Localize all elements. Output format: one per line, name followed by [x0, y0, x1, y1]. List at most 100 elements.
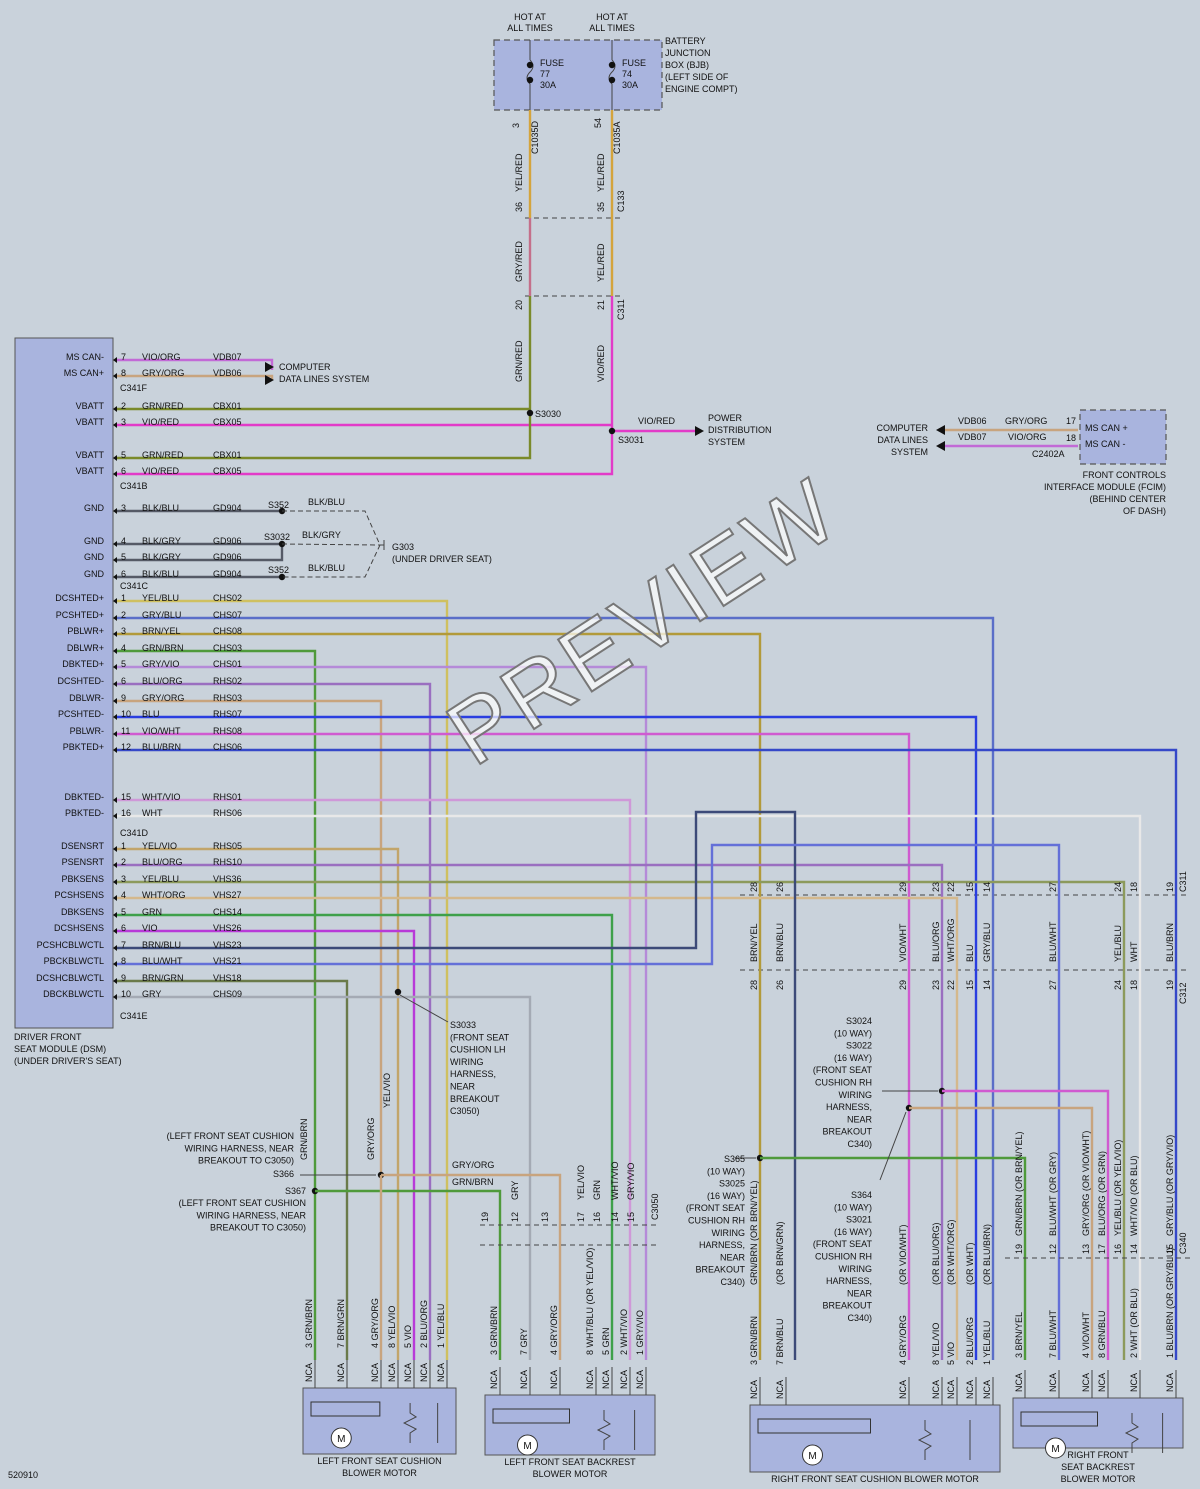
- wire-color-label: GRN/BRN: [142, 643, 184, 653]
- circuit-label: VDB07: [213, 352, 242, 362]
- nca-label: NCA: [601, 1370, 611, 1389]
- pin-number: 29: [898, 980, 908, 990]
- pin-function-label: VBATT: [76, 401, 105, 411]
- nca-label: NCA: [419, 1363, 429, 1382]
- pin-number: 14: [982, 980, 992, 990]
- s3024-note: BREAKOUT: [822, 1127, 872, 1137]
- pin-function-label: DBLWR-: [69, 693, 104, 703]
- wire-color-label: GRY/ORG: [1005, 416, 1047, 426]
- pin-terminal: [113, 541, 117, 547]
- wire-color-label: BLU/BRN: [1165, 923, 1175, 962]
- s365-note: BREAKOUT: [695, 1265, 745, 1275]
- pin-terminal: [113, 615, 117, 621]
- circuit-label: RHS07: [213, 709, 242, 719]
- pin-number: 3: [121, 503, 126, 513]
- motor-pin-label: 8 YEL/VIO: [931, 1323, 941, 1365]
- wire-grn: [117, 913, 614, 1360]
- splice-label: S352: [268, 500, 289, 510]
- driver-front-seat-module: [14, 337, 114, 1029]
- computer-data-lines-label: DATA LINES: [877, 435, 928, 445]
- s3033-note: HARNESS,: [450, 1069, 496, 1079]
- hot-at-all-times-label: ALL TIMES: [589, 23, 635, 33]
- s3024-note: WIRING: [839, 1090, 873, 1100]
- motor-pin-label: 2 BLU/ORG: [419, 1300, 429, 1348]
- wire-color-label: BLK/GRY: [302, 530, 341, 540]
- pin-number: 1: [121, 841, 126, 851]
- pin-number: 6: [121, 676, 126, 686]
- circuit-label: VHS26: [213, 923, 242, 933]
- pin-function-label: DCSHTED-: [58, 676, 105, 686]
- s3024-note: CUSHION RH: [815, 1078, 872, 1088]
- s364-note: (16 WAY): [834, 1227, 872, 1237]
- pin-number: 14: [982, 882, 992, 892]
- pin-function-label: DBLWR+: [67, 643, 104, 653]
- s364-note: (10 WAY): [834, 1202, 872, 1212]
- wire-color-label: GRY/VIO: [142, 659, 179, 669]
- circuit-label: CBX05: [213, 417, 242, 427]
- motor-pin-label: 1 GRY/VIO: [635, 1310, 645, 1355]
- pin-function-label: PSENSRT: [62, 857, 105, 867]
- wire-color-label: BRN/GRN: [142, 973, 184, 983]
- wire-vio-wht: [117, 732, 911, 1360]
- pin-terminal: [113, 747, 117, 753]
- s367-note: (LEFT FRONT SEAT CUSHION: [179, 1198, 306, 1208]
- wire-gry: [117, 995, 532, 1360]
- pin-function-label: PCSHSENS: [54, 890, 104, 900]
- wire-color-label: BLU/WHT: [1048, 921, 1058, 962]
- leader-line: [399, 994, 449, 1023]
- wire-color-label: GRN/RED: [142, 401, 184, 411]
- connector-dashline: [480, 1224, 660, 1246]
- pin-number: 22: [946, 882, 956, 892]
- pin-number: 18: [1129, 980, 1139, 990]
- wire-color-label: VIO/RED: [638, 416, 676, 426]
- fuse-terminal: [608, 61, 616, 69]
- nca-label: NCA: [1014, 1373, 1024, 1392]
- pin-function-label: DBKTED+: [62, 659, 104, 669]
- s3033-note: CUSHION LH: [450, 1045, 506, 1055]
- pin-terminal: [113, 714, 117, 720]
- nca-label: NCA: [370, 1363, 380, 1382]
- wire-grn-brn: [760, 1156, 1027, 1360]
- fuse-77-label: 30A: [540, 80, 556, 90]
- pin-number: 28: [749, 980, 759, 990]
- wire-color-label: BLU/WHT: [142, 956, 183, 966]
- wire-color-label: VIO/RED: [596, 344, 606, 382]
- wire-color-label: BLU/WHT (OR GRY): [1048, 1152, 1058, 1236]
- pin-number: 18: [1066, 433, 1076, 443]
- s364-note: BREAKOUT: [822, 1301, 872, 1311]
- wire-brn-yel: [117, 632, 762, 1360]
- nca-label: NCA: [387, 1363, 397, 1382]
- s365-note: S3025: [719, 1179, 745, 1189]
- wire-color-label: BLU/BRN: [142, 742, 181, 752]
- s365-note: NEAR: [720, 1252, 746, 1262]
- nca-label: NCA: [403, 1363, 413, 1382]
- pin-number: 17: [1097, 1244, 1107, 1254]
- motor-pin-label: 5 VIO: [946, 1342, 956, 1365]
- motor-icon: [802, 1444, 823, 1466]
- s3024-note: S3024: [846, 1016, 872, 1026]
- connector-label: C341C: [120, 581, 149, 591]
- pin-number: 13: [540, 1212, 550, 1222]
- pin-number: 36: [514, 202, 524, 212]
- s3024-note: S3022: [846, 1041, 872, 1051]
- motor-icon: [517, 1434, 538, 1456]
- wire-blu-org: [117, 682, 432, 1360]
- fcim-module: [1079, 409, 1167, 465]
- wire-color-label: (OR BLU/BRN): [982, 1224, 992, 1285]
- circuit-label: VHS23: [213, 940, 242, 950]
- s365-note: (10 WAY): [707, 1166, 745, 1176]
- hot-at-all-times-label: HOT AT: [596, 12, 628, 22]
- wire-color-label: VIO/ORG: [1008, 432, 1047, 442]
- wire-color-label: (OR BLU/ORG): [931, 1222, 941, 1285]
- motor-title: BLOWER MOTOR: [1061, 1474, 1136, 1484]
- wire-color-label: YEL/BLU: [1113, 925, 1123, 962]
- circuit-label: CHS14: [213, 907, 242, 917]
- s365-note: C340): [720, 1277, 745, 1287]
- pin-function-label: PBLWR+: [67, 626, 104, 636]
- computer-data-lines-label: DATA LINES SYSTEM: [279, 374, 369, 384]
- pin-terminal: [113, 598, 117, 604]
- pin-terminal: [113, 912, 117, 918]
- pin-function-label: VBATT: [76, 466, 105, 476]
- pin-number: 29: [898, 882, 908, 892]
- s366-note: WIRING HARNESS, NEAR: [184, 1143, 294, 1153]
